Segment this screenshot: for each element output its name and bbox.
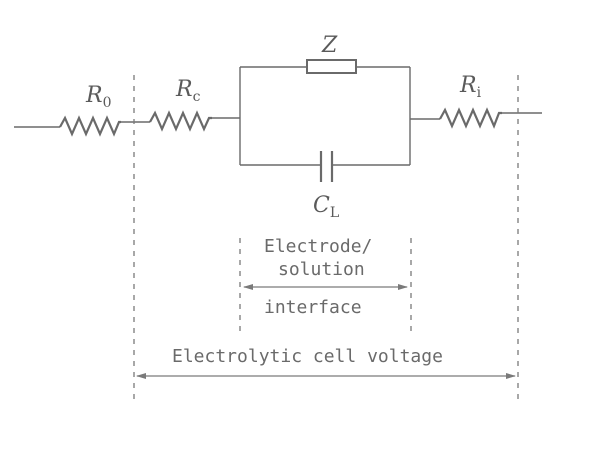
label-r0: R0 <box>85 83 112 111</box>
label-z: Z <box>321 33 338 58</box>
resistor-rc <box>149 110 212 132</box>
label-cl: CL <box>313 193 339 221</box>
cell-voltage-arrowhead-right <box>506 373 516 379</box>
cell-voltage-arrowhead-left <box>136 373 146 379</box>
resistor-ri <box>439 107 502 129</box>
interface-label-line1: Electrode/ <box>264 236 372 257</box>
interface-label-line3: interface <box>264 297 362 318</box>
resistor-r0 <box>59 115 121 137</box>
interface-label-line2: solution <box>278 259 365 280</box>
cell-voltage-label: Electrolytic cell voltage <box>172 346 443 367</box>
label-rc: Rc <box>175 77 201 105</box>
interface-arrowhead-right <box>398 284 408 290</box>
impedance-z <box>306 59 357 74</box>
interface-arrowhead-left <box>243 284 253 290</box>
label-ri: Ri <box>459 73 482 101</box>
